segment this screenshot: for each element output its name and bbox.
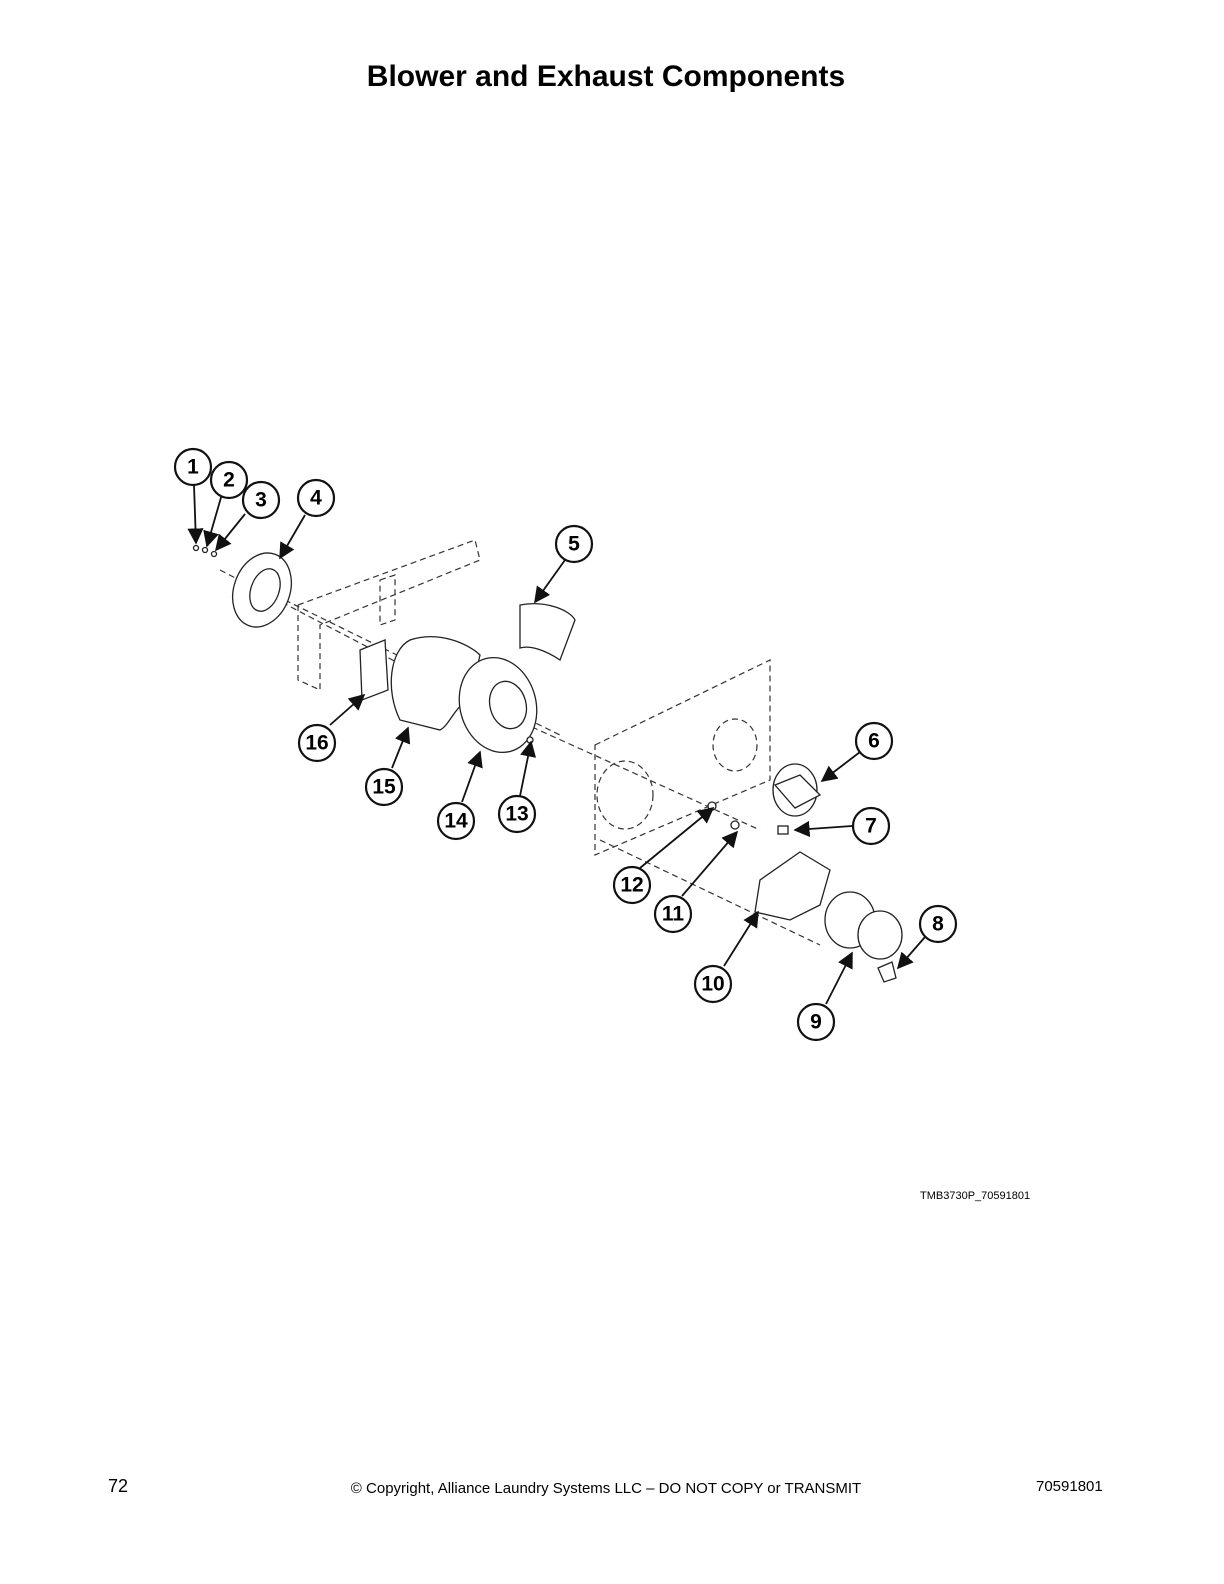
motor-plate (754, 851, 831, 921)
svg-text:15: 15 (372, 776, 396, 799)
svg-text:13: 13 (505, 803, 528, 826)
callout-5: 5 (554, 524, 594, 564)
svg-text:4: 4 (310, 487, 322, 510)
svg-text:9: 9 (810, 1011, 822, 1034)
callout-2: 2 (209, 460, 249, 500)
copyright-notice: © Copyright, Alliance Laundry Systems LL… (350, 1480, 862, 1497)
document-number: 70591801 (1036, 1478, 1103, 1495)
rear-panel (594, 659, 771, 856)
callout-9: 9 (796, 1002, 836, 1042)
blower-cover (519, 603, 576, 661)
svg-text:12: 12 (620, 874, 643, 897)
housing-bracket (297, 539, 481, 691)
callout-12: 12 (612, 865, 652, 905)
svg-text:3: 3 (255, 489, 267, 512)
svg-text:7: 7 (865, 815, 877, 838)
blower-motor (824, 891, 903, 960)
callout-16: 16 (297, 723, 337, 763)
callout-11: 11 (653, 894, 693, 934)
leader-lines (187, 484, 926, 1005)
blower-housing (390, 636, 481, 731)
exhaust-sleeve (772, 763, 822, 817)
mounting-plate (359, 639, 389, 701)
svg-text:8: 8 (932, 913, 944, 936)
svg-text:14: 14 (444, 810, 468, 833)
callout-4: 4 (296, 478, 336, 518)
callout-6: 6 (854, 721, 894, 761)
svg-text:2: 2 (223, 469, 235, 492)
callout-14: 14 (436, 801, 476, 841)
callout-1: 1 (173, 447, 213, 487)
page-title: Blower and Exhaust Components (366, 60, 846, 93)
svg-text:5: 5 (568, 533, 580, 556)
callout-7: 7 (851, 806, 891, 846)
callout-10: 10 (693, 964, 733, 1004)
page-number: 72 (108, 1476, 129, 1496)
svg-text:6: 6 (868, 730, 880, 753)
blower-wheel (458, 656, 538, 754)
flange-ring (232, 552, 292, 628)
svg-text:10: 10 (701, 973, 724, 996)
callout-13: 13 (497, 794, 537, 834)
callout-15: 15 (364, 767, 404, 807)
figure-code: TMB3730P_70591801 (920, 1190, 1031, 1202)
svg-text:16: 16 (305, 732, 328, 755)
callout-8: 8 (918, 904, 958, 944)
svg-text:1: 1 (187, 456, 199, 479)
svg-text:11: 11 (662, 903, 685, 926)
callout-3: 3 (241, 480, 281, 520)
